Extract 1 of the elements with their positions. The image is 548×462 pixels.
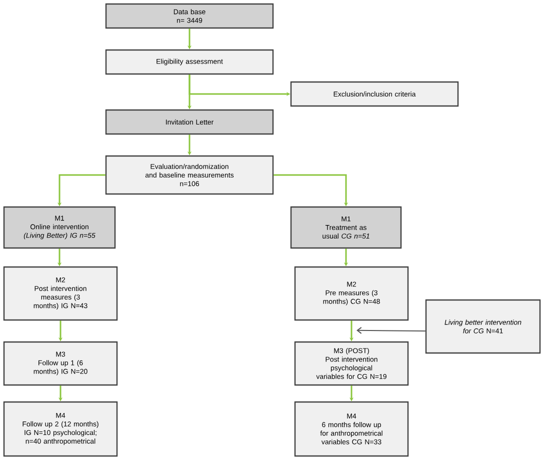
- arrow: [356, 326, 426, 334]
